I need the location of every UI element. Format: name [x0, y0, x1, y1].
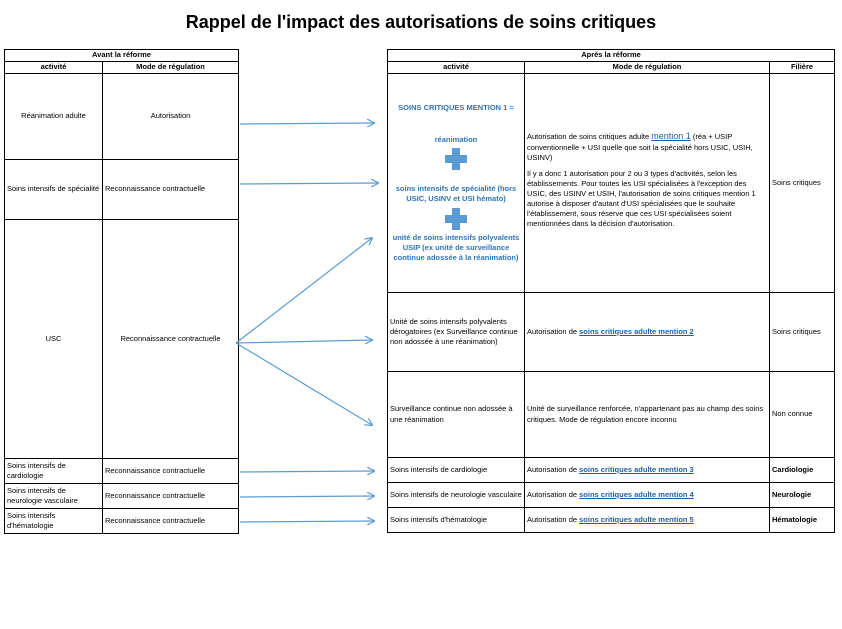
col-header-mode: Mode de régulation [101, 61, 240, 74]
arrow-usc-to-surveillance-continue [235, 342, 372, 425]
arrow-hematologie [239, 521, 374, 522]
mention-3-link[interactable]: soins critiques adulte mention 3 [579, 464, 694, 474]
activite-cell: Soins intensifs de neurologie vasculaire [4, 483, 103, 509]
mode-cell: Autorisation de soins critiques adulte m… [524, 507, 770, 533]
mode-cell: Unité de surveillance renforcée, n'appar… [524, 371, 770, 458]
mention-1-reanimation: réanimation [434, 135, 478, 145]
activite-cell: Surveillance continue non adossée à une … [387, 371, 525, 458]
mode-text: Autorisation de [527, 464, 580, 474]
mode-cell: Autorisation de soins critiques adulte m… [524, 482, 770, 508]
mention-1-mode-cell: Autorisation de soins critiques adulte m… [524, 73, 770, 293]
mode-text: Autorisation de [527, 489, 580, 499]
activite-cell: Soins intensifs d'hématologie [4, 508, 103, 534]
after-reform-table: Après la réforme activité Mode de régula… [386, 49, 836, 533]
table-row: Soins intensifs de cardiologie Autorisat… [387, 457, 836, 483]
mode-explanation: Il y a donc 1 autorisation pour 2 ou 3 t… [527, 168, 756, 229]
mode-cell: Reconnaissance contractuelle [101, 508, 240, 534]
mode-cell: Autorisation de soins critiques adulte m… [524, 457, 770, 483]
before-reform-table: Avant la réforme activité Mode de régula… [3, 49, 240, 534]
mode-text: Autorisation de [527, 326, 580, 336]
plus-icon [445, 148, 467, 171]
table-row: Soins intensifs de cardiologie Reconnais… [4, 458, 240, 484]
table-row: Surveillance continue non adossée à une … [387, 371, 836, 458]
arrow-soins-intensifs-specialite [239, 183, 378, 184]
table-row: Soins intensifs d'hématologie Autorisati… [387, 507, 836, 533]
col-header-mode: Mode de régulation [524, 61, 770, 74]
table-row: USC Reconnaissance contractuelle [4, 219, 240, 459]
table-row: Réanimation adulte Autorisation [4, 73, 240, 160]
mention-1-soins-intensifs-specialite: soins intensifs de spécialité (hors USIC… [395, 184, 517, 204]
mode-cell: Reconnaissance contractuelle [101, 458, 240, 484]
mode-cell: Reconnaissance contractuelle [101, 483, 240, 509]
table-row-mention-1: SOINS CRITIQUES MENTION 1 = réanimation … [387, 73, 836, 293]
table-row: Soins intensifs de neurologie vasculaire… [4, 483, 240, 509]
mode-text: Unité de surveillance renforcée, n'appar… [527, 404, 764, 424]
mention-1-heading: SOINS CRITIQUES MENTION 1 = [398, 103, 514, 113]
mode-text: Autorisation de soins critiques adulte [527, 132, 652, 142]
after-reform-caption: Après la réforme [386, 49, 836, 62]
table-row: Soins intensifs de neurologie vasculaire… [387, 482, 836, 508]
filiere-cell: Non connue [768, 371, 836, 458]
mode-text: Autorisation de [527, 514, 580, 524]
mode-cell: Autorisation [101, 73, 240, 160]
mode-cell: Reconnaissance contractuelle [101, 159, 240, 220]
filiere-cell: Cardiologie [768, 457, 836, 483]
arrow-reanimation [239, 123, 374, 124]
table-row: Soins intensifs d'hématologie Reconnaiss… [4, 508, 240, 534]
filiere-cell: Hématologie [768, 507, 836, 533]
page-title: Rappel de l'impact des autorisations de … [185, 12, 657, 32]
mode-text: (réa + USIP conventionnelle + USI quelle… [527, 132, 753, 162]
arrow-usc-to-usip [235, 238, 372, 344]
mention-1-link[interactable]: mention 1 [651, 131, 691, 142]
activite-cell: Soins intensifs de spécialité [4, 159, 103, 220]
mention-1-activite-cell: SOINS CRITIQUES MENTION 1 = réanimation … [387, 73, 525, 293]
arrow-cardiologie [239, 471, 374, 472]
mention-4-link[interactable]: soins critiques adulte mention 4 [579, 489, 694, 499]
activite-cell: Réanimation adulte [4, 73, 103, 160]
activite-cell: Soins intensifs de cardiologie [4, 458, 103, 484]
filiere-cell: Neurologie [768, 482, 836, 508]
mention-1-usip: unité de soins intensifs polyvalents USI… [392, 232, 520, 262]
activite-cell: Unité de soins intensifs polyvalents dér… [387, 292, 525, 372]
table-row: Unité de soins intensifs polyvalents dér… [387, 292, 836, 372]
col-header-activite: activité [387, 61, 525, 74]
table-row: Soins intensifs de spécialité Reconnaiss… [4, 159, 240, 220]
mention-5-link[interactable]: soins critiques adulte mention 5 [579, 514, 694, 524]
col-header-filiere: Filière [768, 61, 836, 74]
arrow-neurologie [239, 496, 374, 497]
filiere-cell: Soins critiques [768, 73, 836, 293]
mention-2-link[interactable]: soins critiques adulte mention 2 [579, 326, 694, 336]
before-reform-caption: Avant la réforme [3, 49, 240, 62]
activite-cell: Soins intensifs d'hématologie [387, 507, 525, 533]
plus-icon [445, 207, 467, 230]
col-header-activite: activité [4, 61, 103, 74]
mode-cell: Reconnaissance contractuelle [101, 219, 240, 459]
filiere-cell: Soins critiques [768, 292, 836, 372]
arrow-usc-to-usip-derogatoires [235, 340, 372, 343]
activite-cell: Soins intensifs de neurologie vasculaire [387, 482, 525, 508]
activite-cell: Soins intensifs de cardiologie [387, 457, 525, 483]
activite-cell: USC [4, 219, 103, 459]
mode-cell: Autorisation de soins critiques adulte m… [524, 292, 770, 372]
